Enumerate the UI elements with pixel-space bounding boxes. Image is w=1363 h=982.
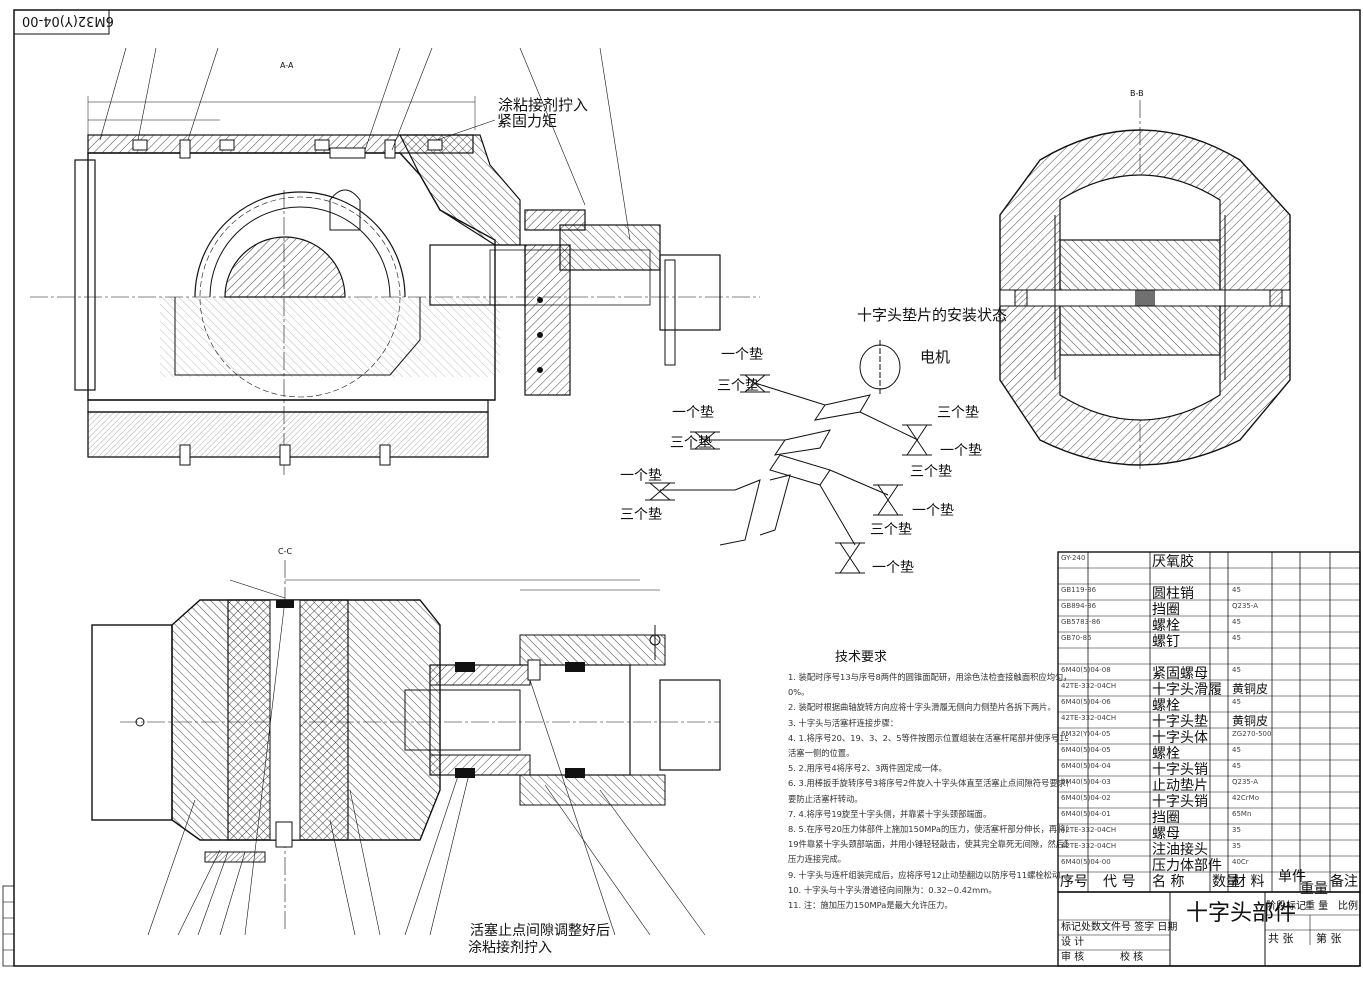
tech-req-item: 11. 注：施加压力150MPa是最大允许压力。 xyxy=(788,900,953,911)
tech-req-title: 技术要求 xyxy=(835,650,888,665)
sheet-border xyxy=(13,9,1361,967)
shim-diagram xyxy=(645,340,932,574)
tech-req-item: 活塞一侧的位置。 xyxy=(788,748,855,759)
shim-label: 一个垫 xyxy=(721,347,763,363)
tech-req-item: 8. 5.在序号20压力体部件上施加150MPa的压力，使活塞杆部分伸长，再将序… xyxy=(788,824,1068,835)
section-label-bb: B-B xyxy=(1130,89,1144,98)
shim-label: 一个垫 xyxy=(912,503,954,519)
tech-req-item: 压力连接完成。 xyxy=(788,854,847,865)
shim-label: 一个垫 xyxy=(672,405,714,421)
tech-req-list: 1. 装配时序号13与序号8两件的圆锥面配研，用涂色法检查接触面积应均匀，且不少… xyxy=(788,670,1068,913)
shim-label: 三个垫 xyxy=(937,405,979,421)
drawing-title: 十字头部件 xyxy=(1186,901,1297,926)
callout-torque: 紧固力矩 xyxy=(497,112,558,130)
shim-label: 三个垫 xyxy=(717,378,759,394)
tech-req-item: 7. 4.将序号19旋至十字头侧，并靠紧十字头颈部端面。 xyxy=(788,808,992,819)
designer-label: 设 计 xyxy=(1061,937,1085,948)
tech-req-item: 6. 3.用棒扳手旋转序号3将序号2件旋入十字头体直至活塞止点间隙符号要求值，此… xyxy=(788,778,1068,789)
tech-req-item: 1. 装配时序号13与序号8两件的圆锥面配研，用涂色法检查接触面积应均匀，且不少… xyxy=(788,672,1068,682)
callout-glue-tighten: 涂粘接剂拧入 xyxy=(498,96,589,114)
tech-req-item: 4. 1.将序号20、19、3、2、5等件按图示位置组装在活塞杆尾部并使序号19… xyxy=(788,732,1068,743)
shim-diagram-title: 十字头垫片的安装状态 xyxy=(857,306,1008,324)
callout-glue-screw: 涂粘接剂拧入 xyxy=(468,940,552,956)
reviewer-label: 审 核 xyxy=(1061,952,1085,963)
tech-req-item: 10. 十字头与十字头滑道径向间隙为：0.32~0.42mm。 xyxy=(788,884,997,895)
tech-req-item: 2. 装配时根据曲轴旋转方向应将十字头滑履无侧向力侧垫片各拆下两片。 xyxy=(788,702,1056,713)
checker-label: 校 核 xyxy=(1120,952,1144,963)
tech-req-item: 5. 2.用序号4将序号2、3两件固定成一体。 xyxy=(788,763,947,774)
stage-mark-label: 阶段标记 xyxy=(1266,901,1306,912)
bom-grid xyxy=(1057,551,1361,967)
shim-label: 三个垫 xyxy=(870,522,912,538)
shim-label: 一个垫 xyxy=(872,560,914,576)
section-view-cc xyxy=(91,560,721,936)
tech-req-item: 9. 十字头与连杆组装完成后，应将序号12止动垫翻边以防序号11螺栓松动。 xyxy=(788,869,1068,880)
bom-header-row: 序号 代 号 名 称 数量 材 料 单件 重量 备注 xyxy=(1060,869,1358,897)
tech-req-item: 0%。 xyxy=(788,687,810,698)
section-view-aa xyxy=(30,47,760,475)
sheet-number-label: 第 张 xyxy=(1316,932,1342,945)
drawing-number: 6M32(Y)04-00 xyxy=(22,13,114,28)
scale-label: 比例 xyxy=(1338,901,1358,912)
section-view-bb xyxy=(999,100,1291,470)
shim-label: 一个垫 xyxy=(940,443,982,459)
tech-req-item: 3. 十字头与活塞杆连接步骤： xyxy=(788,717,899,728)
callout-piston-adjust: 活塞止点间隙调整好后 xyxy=(470,923,610,939)
section-label-aa: A-A xyxy=(280,61,294,70)
section-label-cc: C-C xyxy=(278,547,293,556)
tech-req-item: 要防止活塞杆转动。 xyxy=(788,793,863,804)
motor-label: 电机 xyxy=(920,348,951,366)
tech-req-item: 19件靠紧十字头颈部端面，并用小锤轻轻敲击，使其完全靠死无间隙，然后卸压此时 xyxy=(788,839,1068,850)
shim-label: 一个垫 xyxy=(620,468,662,484)
shim-label: 三个垫 xyxy=(620,507,662,523)
total-sheets-label: 共 张 xyxy=(1268,932,1294,945)
shim-label: 三个垫 xyxy=(670,435,712,451)
weight-label: 重 量 xyxy=(1305,901,1329,912)
shim-label: 三个垫 xyxy=(910,464,952,480)
revision-header: 标记处数文件号 签字 日期 xyxy=(1061,922,1178,933)
